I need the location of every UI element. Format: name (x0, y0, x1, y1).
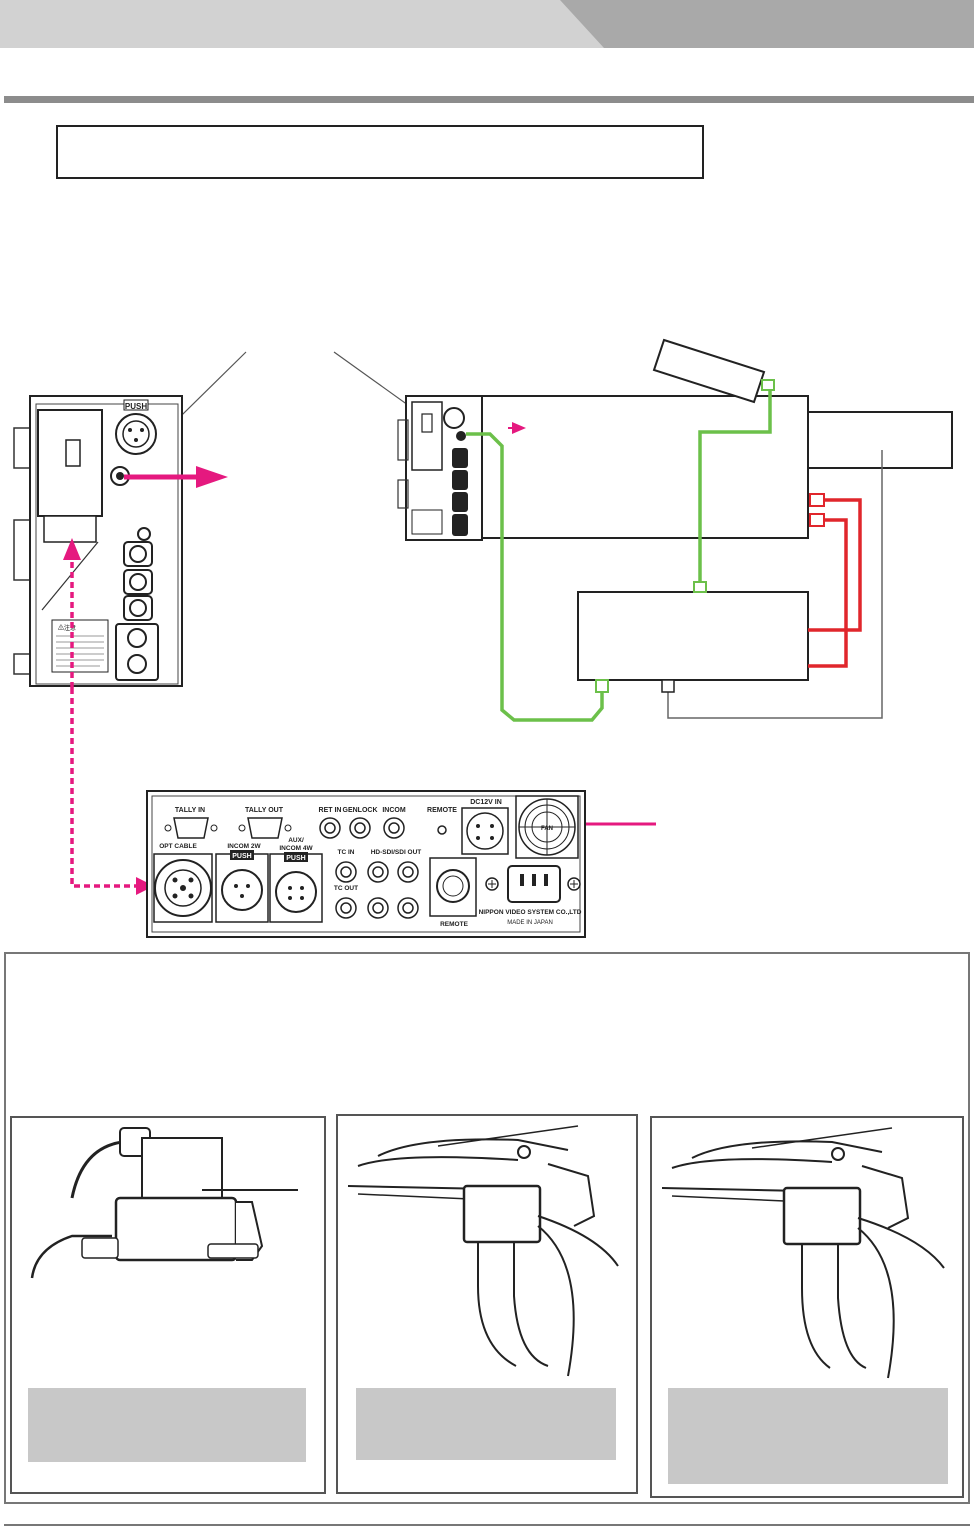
label-made-in: MADE IN JAPAN (507, 920, 553, 926)
section-title-box (56, 125, 704, 179)
tally-out-port (247, 817, 283, 839)
label-remote-bottom: REMOTE (440, 921, 468, 928)
label-tc-out: TC OUT (334, 885, 358, 892)
install-panel-3 (650, 1116, 964, 1498)
svg-text:PUSH: PUSH (286, 855, 305, 862)
connection-diagram: PUSH ⚠注意 (13, 338, 953, 895)
label-maker: NIPPON VIDEO SYSTEM CO.,LTD (479, 909, 582, 916)
green-cable-2 (466, 432, 604, 722)
label-incom-4w: INCOM 4W (279, 845, 313, 852)
label-tally-out: TALLY OUT (245, 807, 284, 814)
installation-section (4, 952, 970, 1504)
label-tally-in: TALLY IN (175, 807, 205, 814)
tilted-device (652, 338, 766, 404)
camera-adapter-side-view: PUSH ⚠注意 (13, 395, 183, 687)
dotted-arrow-right (136, 877, 154, 895)
label-remote-top: REMOTE (427, 807, 457, 814)
green-cable-1 (698, 384, 772, 590)
adapter-caution-title: ⚠注意 (58, 624, 76, 632)
gray-cable (667, 450, 883, 719)
caption-box-1 (28, 1388, 306, 1462)
svg-text:PUSH: PUSH (232, 853, 251, 860)
rear-panel: TALLY IN TALLY OUT RET IN GENLOCK INCOM … (146, 790, 586, 938)
install-panel-2 (336, 1114, 638, 1494)
adapter-push-label: PUSH (125, 402, 147, 411)
caption-box-2 (356, 1388, 616, 1460)
tally-in-port (173, 817, 209, 839)
install-panel-1 (10, 1116, 326, 1494)
camera-signal-arrow (512, 422, 526, 434)
footer-rule (4, 1524, 970, 1526)
label-dc12v-in: DC12V IN (470, 799, 502, 806)
red-power-cables (808, 498, 862, 668)
label-tc-in: TC IN (338, 849, 355, 856)
incom-2w-connector (221, 869, 263, 911)
install-illustration-3 (661, 1127, 945, 1379)
header-band-accent (560, 0, 974, 48)
install-illustration-1 (30, 1127, 298, 1279)
label-incom-2w: INCOM 2W (227, 843, 261, 850)
label-incom: INCOM (382, 807, 406, 814)
label-hd-sdi-out: HD-SDI/SDI OUT (371, 849, 422, 856)
install-illustration-2 (347, 1125, 619, 1377)
aux-incom-4w-connector (275, 871, 317, 913)
label-ret-in: RET IN (319, 807, 342, 814)
dc-in-connector (466, 812, 504, 850)
caption-box-3 (668, 1388, 948, 1484)
dotted-arrow-up (63, 538, 81, 560)
svg-text:FAN: FAN (541, 826, 553, 832)
camera-body (397, 395, 809, 541)
label-aux: AUX/ (288, 837, 304, 844)
label-genlock: GENLOCK (343, 807, 378, 814)
optical-signal-dotted-path (70, 688, 140, 888)
output-arrow-left (196, 466, 228, 488)
header-rule (4, 96, 974, 103)
control-box (577, 591, 809, 681)
remote-connector (436, 869, 470, 903)
remote-led (437, 825, 447, 835)
side-device (807, 411, 953, 469)
label-opt-cable: OPT CABLE (159, 843, 197, 850)
